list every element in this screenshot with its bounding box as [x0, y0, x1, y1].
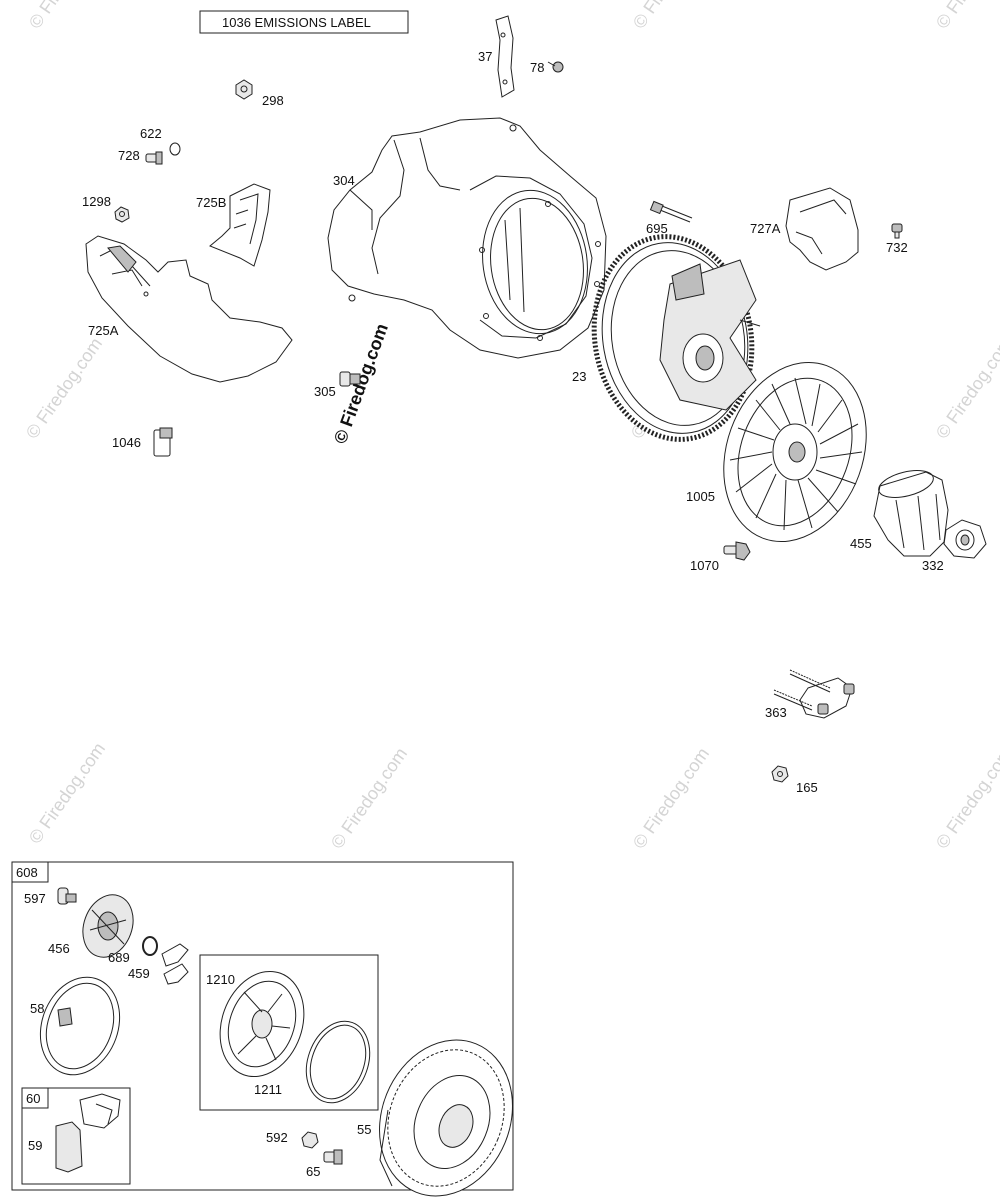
- label-728: 728: [118, 148, 140, 163]
- emissions-label-box: 1036 EMISSIONS LABEL: [199, 10, 409, 34]
- label-1211: 1211: [254, 1082, 282, 1097]
- label-622: 622: [140, 126, 162, 141]
- label-1046: 1046: [112, 435, 141, 450]
- label-732: 732: [886, 240, 908, 255]
- watermark: © Firedog.com: [629, 0, 713, 32]
- label-304: 304: [333, 173, 355, 188]
- part-689-ring: [142, 936, 158, 956]
- label-65: 65: [306, 1164, 320, 1179]
- part-58-spring: [39, 976, 121, 1076]
- label-695: 695: [646, 221, 668, 236]
- part-1298-nut: [114, 206, 130, 223]
- part-305-screw: [339, 371, 361, 387]
- label-689: 689: [108, 950, 130, 965]
- label-1210: 1210: [206, 972, 235, 987]
- label-58: 58: [30, 1001, 44, 1016]
- label-59: 59: [28, 1138, 42, 1153]
- part-59-handle: [55, 1093, 121, 1173]
- part-65-screw: [323, 1149, 343, 1165]
- label-60: 60: [26, 1091, 40, 1106]
- label-727a: 727A: [750, 221, 781, 236]
- label-165: 165: [796, 780, 818, 795]
- part-1211-rope: [305, 1020, 371, 1104]
- label-332: 332: [922, 558, 944, 573]
- watermark: © Firedog.com: [629, 744, 713, 852]
- part-23-flywheel: [591, 234, 761, 442]
- part-622-washer: [169, 142, 181, 156]
- part-728-screw: [145, 151, 163, 165]
- label-1298: 1298: [82, 194, 111, 209]
- part-37-bracket: [495, 15, 515, 98]
- part-1070-screw: [723, 541, 751, 561]
- label-1005: 1005: [686, 489, 715, 504]
- watermark: © Firedog.com: [932, 744, 1000, 852]
- part-165-nut: [771, 765, 789, 783]
- watermark: © Firedog.com: [932, 334, 1000, 442]
- watermark: © Firedog.com: [932, 0, 1000, 32]
- part-332-nut: [943, 519, 987, 559]
- part-456-retainer: [82, 894, 134, 958]
- part-304-blower-housing: [327, 117, 607, 359]
- part-732-screw: [891, 223, 903, 239]
- label-78: 78: [530, 60, 544, 75]
- part-1046-clip: [153, 427, 173, 457]
- part-725b-bracket: [209, 183, 271, 267]
- label-455: 455: [850, 536, 872, 551]
- part-597-screw: [57, 887, 77, 905]
- label-363: 363: [765, 705, 787, 720]
- subgroup-pulley-box: [199, 954, 379, 1111]
- part-1210-pulley: [219, 970, 305, 1078]
- part-1005-fan: [723, 361, 867, 543]
- label-1070: 1070: [690, 558, 719, 573]
- part-695-bolt: [649, 200, 693, 223]
- starter-group-608: [11, 861, 514, 1191]
- part-725a-shroud: [85, 235, 293, 383]
- label-608: 608: [16, 865, 38, 880]
- watermark: © Firedog.com: [25, 739, 109, 847]
- label-23: 23: [572, 369, 586, 384]
- label-597: 597: [24, 891, 46, 906]
- label-298: 298: [262, 93, 284, 108]
- subgroup-handle-box: [21, 1087, 131, 1185]
- part-459-dogs: [161, 943, 189, 985]
- label-459: 459: [128, 966, 150, 981]
- label-725b: 725B: [196, 195, 226, 210]
- watermark: © Firedog.com: [25, 0, 109, 32]
- part-727a-shield: [785, 187, 859, 271]
- watermark-main: © Firedog.com: [330, 321, 392, 447]
- watermark: © Firedog.com: [327, 744, 411, 852]
- part-298-nut: [235, 79, 253, 100]
- part-455-cup: [873, 470, 949, 557]
- label-725a: 725A: [88, 323, 119, 338]
- label-592: 592: [266, 1130, 288, 1145]
- emissions-label: 1036 EMISSIONS LABEL: [222, 15, 371, 30]
- part-592-nut: [301, 1131, 319, 1149]
- part-363-bracket: [773, 669, 855, 719]
- label-55: 55: [357, 1122, 371, 1137]
- part-55-starter-housing: [379, 1039, 513, 1197]
- watermark: © Firedog.com: [22, 334, 106, 442]
- label-37: 37: [478, 49, 492, 64]
- label-305: 305: [314, 384, 336, 399]
- label-456: 456: [48, 941, 70, 956]
- part-78-screw: [547, 61, 564, 73]
